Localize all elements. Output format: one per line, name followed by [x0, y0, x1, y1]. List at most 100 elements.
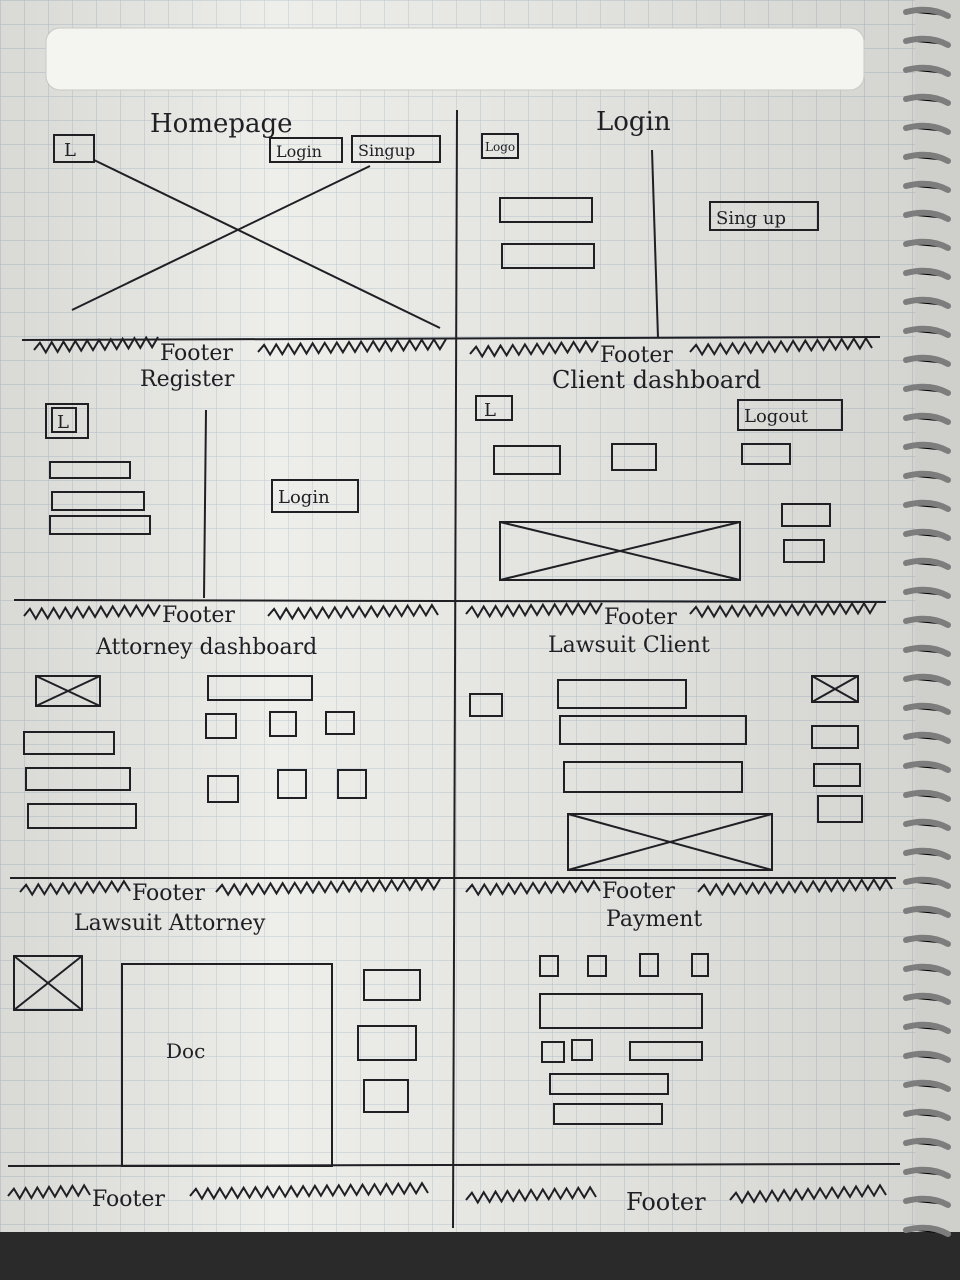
spiral-ring — [903, 470, 951, 483]
footer-label: Footer — [160, 341, 233, 366]
payment-option[interactable] — [691, 953, 709, 977]
logo-placeholder — [475, 395, 513, 421]
signup-button[interactable] — [351, 135, 441, 163]
profile-image — [811, 675, 859, 703]
pay-button[interactable] — [553, 1103, 663, 1125]
footer-label: Footer — [92, 1187, 165, 1212]
case-card[interactable] — [207, 775, 239, 803]
login-button[interactable] — [271, 479, 359, 513]
signup-button[interactable] — [709, 201, 819, 231]
spiral-ring — [903, 499, 951, 512]
username-field[interactable] — [499, 197, 593, 223]
case-card[interactable] — [269, 711, 297, 737]
menu-item[interactable] — [27, 803, 137, 829]
spiral-ring — [903, 325, 951, 338]
dashboard-card[interactable] — [611, 443, 657, 471]
side-button[interactable] — [357, 1025, 417, 1061]
case-image — [567, 813, 773, 871]
menu-item[interactable] — [25, 767, 131, 791]
footer-label: Footer — [604, 605, 677, 630]
amount-field[interactable] — [549, 1073, 669, 1095]
expiry-field[interactable] — [541, 1041, 565, 1063]
spiral-ring — [903, 6, 951, 19]
panel-title: Register — [140, 367, 235, 392]
footer-label: Footer — [600, 343, 673, 368]
lawsuit-client-panel: Lawsuit Client — [469, 633, 863, 871]
spiral-ring — [903, 789, 951, 802]
profile-image — [13, 955, 83, 1011]
payment-option[interactable] — [587, 955, 607, 977]
spiral-ring — [903, 528, 951, 541]
logo-label: L — [57, 412, 69, 433]
login-panel: Login Logo Sing up — [481, 107, 819, 339]
menu-item[interactable] — [23, 731, 115, 755]
side-button[interactable] — [811, 725, 859, 749]
side-button[interactable] — [783, 539, 825, 563]
logo-placeholder — [53, 134, 95, 163]
payment-option[interactable] — [539, 955, 559, 977]
spiral-ring — [903, 1021, 951, 1034]
panel-title: Lawsuit Attorney — [74, 911, 266, 936]
register-field-email[interactable] — [51, 491, 145, 511]
homepage-panel: Homepage L Login Singup — [53, 109, 441, 329]
signup-button-label: Sing up — [716, 208, 786, 229]
case-card[interactable] — [277, 769, 307, 799]
dashboard-card[interactable] — [741, 443, 791, 465]
name-field[interactable] — [629, 1041, 703, 1061]
card-number-field[interactable] — [539, 993, 703, 1029]
side-button[interactable] — [363, 969, 421, 1001]
profile-image — [35, 675, 101, 707]
register-panel: Register L Login — [45, 367, 359, 599]
cvv-field[interactable] — [571, 1039, 593, 1061]
panel-title: Payment — [606, 907, 702, 932]
case-card[interactable] — [325, 711, 355, 735]
case-field[interactable] — [557, 679, 687, 709]
spiral-ring — [903, 64, 951, 77]
side-button[interactable] — [363, 1079, 409, 1113]
case-card[interactable] — [337, 769, 367, 799]
login-footer: Footer — [469, 336, 873, 368]
payment-option[interactable] — [639, 953, 659, 977]
homepage-footer: Footer — [33, 335, 447, 366]
attorney-dashboard-panel: Attorney dashboard — [23, 635, 367, 829]
panel-title: Login — [596, 107, 671, 137]
logout-button-label: Logout — [744, 406, 809, 427]
panel-title: Homepage — [150, 109, 293, 139]
spiral-ring — [903, 93, 951, 106]
side-button[interactable] — [781, 503, 831, 527]
register-field-name[interactable] — [49, 461, 131, 479]
spiral-ring — [903, 905, 951, 918]
spiral-ring — [903, 963, 951, 976]
back-button[interactable] — [469, 693, 503, 717]
case-field[interactable] — [563, 761, 743, 793]
register-field-password[interactable] — [49, 515, 151, 535]
dashboard-card[interactable] — [493, 445, 561, 475]
case-field[interactable] — [559, 715, 747, 745]
password-field[interactable] — [501, 243, 595, 269]
spiral-ring — [903, 557, 951, 570]
spiral-ring — [903, 615, 951, 628]
logout-button[interactable] — [737, 399, 843, 431]
spiral-ring — [903, 1108, 951, 1121]
spiral-ring — [903, 441, 951, 454]
document-label: Doc — [166, 1039, 205, 1063]
side-button[interactable] — [813, 763, 861, 787]
spiral-ring — [903, 760, 951, 773]
spiral-ring — [903, 122, 951, 135]
footer-label: Footer — [132, 881, 205, 906]
case-card[interactable] — [205, 713, 237, 739]
login-button-label: Login — [276, 142, 322, 161]
spiral-ring — [903, 934, 951, 947]
login-button[interactable] — [269, 137, 343, 163]
spiral-ring — [903, 731, 951, 744]
search-field[interactable] — [207, 675, 313, 701]
document-viewer[interactable] — [121, 963, 333, 1167]
hero-image-cross — [71, 165, 371, 311]
spiral-ring — [903, 586, 951, 599]
footer-label: Footer — [602, 879, 675, 904]
side-button[interactable] — [817, 795, 863, 823]
attorney-dashboard-footer: Footer — [19, 877, 441, 906]
spiral-ring — [903, 151, 951, 164]
logo-label: L — [64, 140, 76, 161]
